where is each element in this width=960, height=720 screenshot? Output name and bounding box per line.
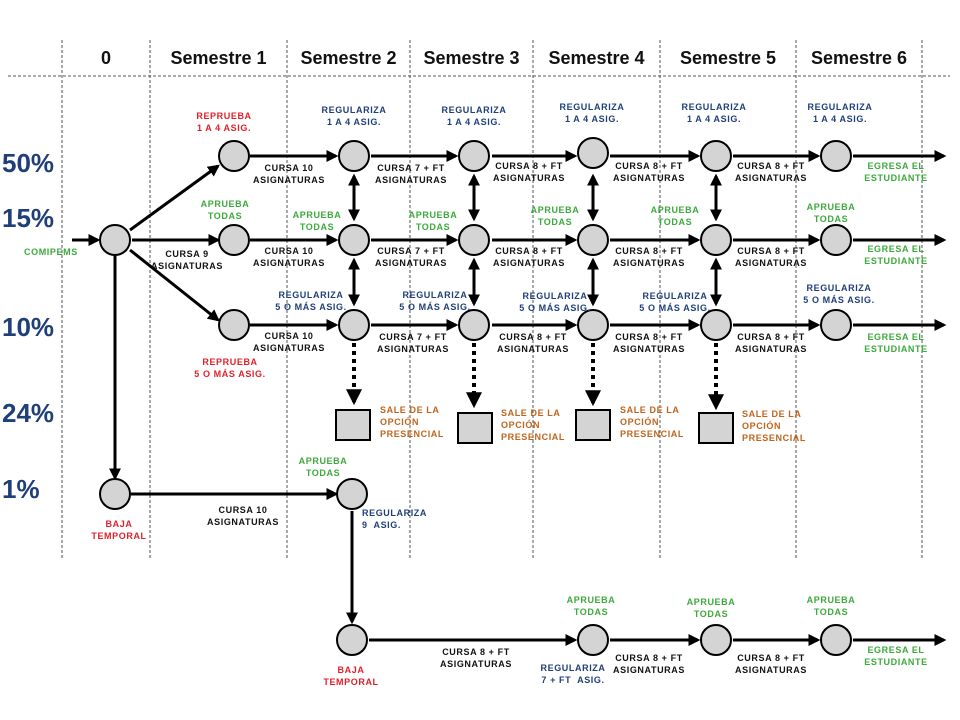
label-regulariza-7ft: REGULARIZA 7 + FT ASIG. xyxy=(540,663,606,685)
label-aprueba-todas-baja: APRUEBA TODAS xyxy=(298,456,348,478)
node-s1-bot xyxy=(218,309,250,341)
label-aprueba-todas-s2: APRUEBA TODAS xyxy=(292,210,342,232)
label-egresa-bot: EGRESA EL ESTUDIANTE xyxy=(864,332,928,354)
label-regulariza-1a4-s2: REGULARIZA 1 A 4 ASIG. xyxy=(321,105,387,127)
header-semestre-1: Semestre 1 xyxy=(170,48,267,68)
label-aprueba-todas-s1: APRUEBA TODAS xyxy=(200,199,250,221)
label-egresa-top: EGRESA EL ESTUDIANTE xyxy=(864,161,928,183)
label-cursa7ft-mid: CURSA 7 + FT ASIGNATURAS xyxy=(375,246,447,268)
label-cursa8ft-mid-s3: CURSA 8 + FT ASIGNATURAS xyxy=(493,246,565,268)
node-start xyxy=(99,224,131,256)
label-aprueba-todas-s6: APRUEBA TODAS xyxy=(806,202,856,224)
node-s1-top xyxy=(218,140,250,172)
percentage-1: 1% xyxy=(2,474,40,504)
header-semestre-5: Semestre 5 xyxy=(679,48,777,68)
label-baja-temporal-2: BAJA TEMPORAL xyxy=(323,665,379,687)
percentage-50: 50% xyxy=(2,148,55,178)
label-regulariza-1a4-s4: REGULARIZA 1 A 4 ASIG. xyxy=(559,102,625,124)
label-cursa8ft-top-s5: CURSA 8 + FT ASIGNATURAS xyxy=(735,161,807,183)
percentage-10: 10% xyxy=(2,312,55,342)
label-cursa8ft-baja-s5: CURSA 8 + FT ASIGNATURAS xyxy=(735,653,807,675)
label-reprueba-1a4: REPRUEBA 1 A 4 ASIG. xyxy=(196,111,252,133)
label-aprueba-todas-s3: APRUEBA TODAS xyxy=(408,210,458,232)
label-cursa8ft-mid-s5: CURSA 8 + FT ASIGNATURAS xyxy=(735,246,807,268)
header-semestre-6: Semestre 6 xyxy=(810,48,908,68)
label-sale-s2: SALE DE LA OPCIÓN PRESENCIAL xyxy=(380,405,445,439)
label-cursa10-mid: CURSA 10 ASIGNATURAS xyxy=(253,246,325,268)
label-egresa-baja: EGRESA EL ESTUDIANTE xyxy=(864,645,928,667)
label-cursa8ft-mid-s4: CURSA 8 + FT ASIGNATURAS xyxy=(613,246,685,268)
label-sale-s5: SALE DE LA OPCIÓN PRESENCIAL xyxy=(742,409,807,443)
label-aprueba-todas-s5: APRUEBA TODAS xyxy=(650,205,700,227)
header-grid xyxy=(8,40,950,560)
label-cursa8ft-baja-s4: CURSA 8 + FT ASIGNATURAS xyxy=(613,653,685,675)
header-col-0: 0 xyxy=(100,48,111,68)
label-cursa10-top: CURSA 10 ASIGNATURAS xyxy=(253,163,325,185)
label-egresa-mid: EGRESA EL ESTUDIANTE xyxy=(864,244,928,266)
label-cursa8ft-baja: CURSA 8 + FT ASIGNATURAS xyxy=(440,647,512,669)
node-baja-s2-low xyxy=(336,624,368,656)
label-cursa8ft-top-s4: CURSA 8 + FT ASIGNATURAS xyxy=(613,161,685,183)
label-regulariza-5omas-s3: REGULARIZA 5 O MÁS ASIG. xyxy=(399,290,471,312)
label-aprueba-todas-baja-s4: APRUEBA TODAS xyxy=(566,595,616,617)
exit-square-s3 xyxy=(457,412,493,444)
label-reprueba-5omas: REPRUEBA 5 O MÁS ASIG. xyxy=(194,357,266,379)
label-cursa8ft-bot-s5: CURSA 8 + FT ASIGNATURAS xyxy=(735,332,807,354)
label-baja-temporal: BAJA TEMPORAL xyxy=(91,519,147,541)
label-regulariza-1a4-s3: REGULARIZA 1 A 4 ASIG. xyxy=(441,105,507,127)
arrow-to-reprueba5 xyxy=(129,248,220,322)
label-regulariza-5omas-s2: REGULARIZA 5 O MÁS ASIG. xyxy=(275,290,347,312)
header-semestre-2: Semestre 2 xyxy=(300,48,397,68)
node-s1-mid xyxy=(218,224,250,256)
exit-square-s5 xyxy=(698,412,734,444)
header-semestre-3: Semestre 3 xyxy=(423,48,520,68)
exit-square-s2 xyxy=(335,409,371,441)
label-sale-s4: SALE DE LA OPCIÓN PRESENCIAL xyxy=(620,405,685,439)
label-regulariza-5omas-s5: REGULARIZA 5 O MÁS ASIG. xyxy=(639,291,711,313)
label-aprueba-todas-s4: APRUEBA TODAS xyxy=(530,205,580,227)
arrow-to-reprueba xyxy=(129,164,220,232)
label-cursa10-bot: CURSA 10 ASIGNATURAS xyxy=(253,331,325,353)
label-cursa9: CURSA 9 ASIGNATURAS xyxy=(151,249,223,271)
percentage-15: 15% xyxy=(2,203,55,233)
header-semestre-4: Semestre 4 xyxy=(548,48,645,68)
label-regulariza-1a4-s5: REGULARIZA 1 A 4 ASIG. xyxy=(681,102,747,124)
label-aprueba-todas-baja-s5: APRUEBA TODAS xyxy=(686,597,736,619)
label-cursa7ft-bot: CURSA 7 + FT ASIGNATURAS xyxy=(377,332,449,354)
label-regulariza-5omas-s4: REGULARIZA 5 O MÁS ASIG. xyxy=(519,291,591,313)
label-cursa7ft-top: CURSA 7 + FT ASIGNATURAS xyxy=(375,163,447,185)
label-cursa8ft-bot-s3: CURSA 8 + FT ASIGNATURAS xyxy=(497,332,569,354)
label-regulariza-5omas-s6: REGULARIZA 5 O MÁS ASIG. xyxy=(803,283,875,305)
label-regulariza-9: REGULARIZA 9 ASIG. xyxy=(362,508,427,530)
node-baja-s2 xyxy=(336,478,368,510)
label-sale-s3: SALE DE LA OPCIÓN PRESENCIAL xyxy=(501,408,566,442)
label-comipems: COMIPEMS xyxy=(24,247,78,257)
label-cursa10-baja: CURSA 10 ASIGNATURAS xyxy=(207,505,279,527)
percentage-24: 24% xyxy=(2,398,55,428)
label-aprueba-todas-baja-s6: APRUEBA TODAS xyxy=(806,595,856,617)
label-regulariza-1a4-s6: REGULARIZA 1 A 4 ASIG. xyxy=(807,102,873,124)
label-cursa8ft-bot-s4: CURSA 8 + FT ASIGNATURAS xyxy=(613,332,685,354)
label-cursa8ft-top-s3: CURSA 8 + FT ASIGNATURAS xyxy=(493,161,565,183)
exit-square-s4 xyxy=(575,409,611,441)
node-baja xyxy=(99,478,131,510)
